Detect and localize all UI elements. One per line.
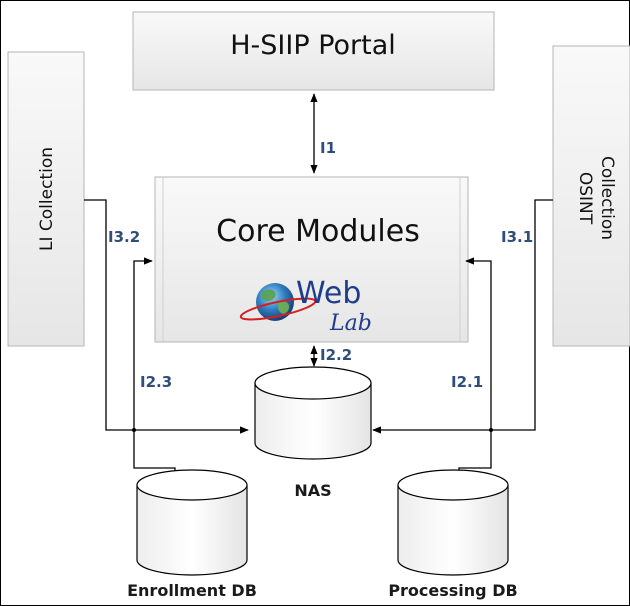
interface-label-i1: I1 bbox=[320, 139, 336, 157]
portal-title: H-SIIP Portal bbox=[230, 30, 396, 61]
interface-label-i3-2: I3.2 bbox=[108, 228, 140, 246]
processing-database bbox=[397, 469, 509, 576]
interface-label-i2-1: I2.1 bbox=[451, 373, 483, 391]
nas-label: NAS bbox=[294, 481, 331, 500]
processing-db-label: Processing DB bbox=[388, 581, 517, 600]
globe-icon bbox=[239, 283, 317, 321]
core-modules-title: Core Modules bbox=[216, 214, 420, 249]
enrollment-database bbox=[136, 469, 248, 576]
li-collection-box: LI Collection bbox=[7, 51, 85, 347]
li-collection-label: LI Collection bbox=[37, 147, 57, 251]
interface-label-i2-2: I2.2 bbox=[320, 346, 352, 364]
nas-database bbox=[254, 366, 372, 460]
osint-collection-label-line2: Collection bbox=[597, 156, 617, 240]
interface-label-i2-3: I2.3 bbox=[140, 373, 172, 391]
core-modules-box: Core Modules bbox=[154, 176, 469, 343]
i3-1-connector bbox=[372, 199, 553, 434]
logo-word-lab: Lab bbox=[329, 311, 372, 336]
interface-label-i3-1: I3.1 bbox=[501, 228, 533, 246]
logo-word-web: Web bbox=[296, 276, 361, 311]
osint-collection-box: OSINT Collection bbox=[552, 45, 630, 347]
portal-box: H-SIIP Portal bbox=[132, 11, 495, 91]
enrollment-db-label: Enrollment DB bbox=[127, 581, 257, 600]
osint-collection-label-line1: OSINT bbox=[575, 172, 595, 225]
weblab-logo: Web Lab bbox=[239, 276, 372, 336]
